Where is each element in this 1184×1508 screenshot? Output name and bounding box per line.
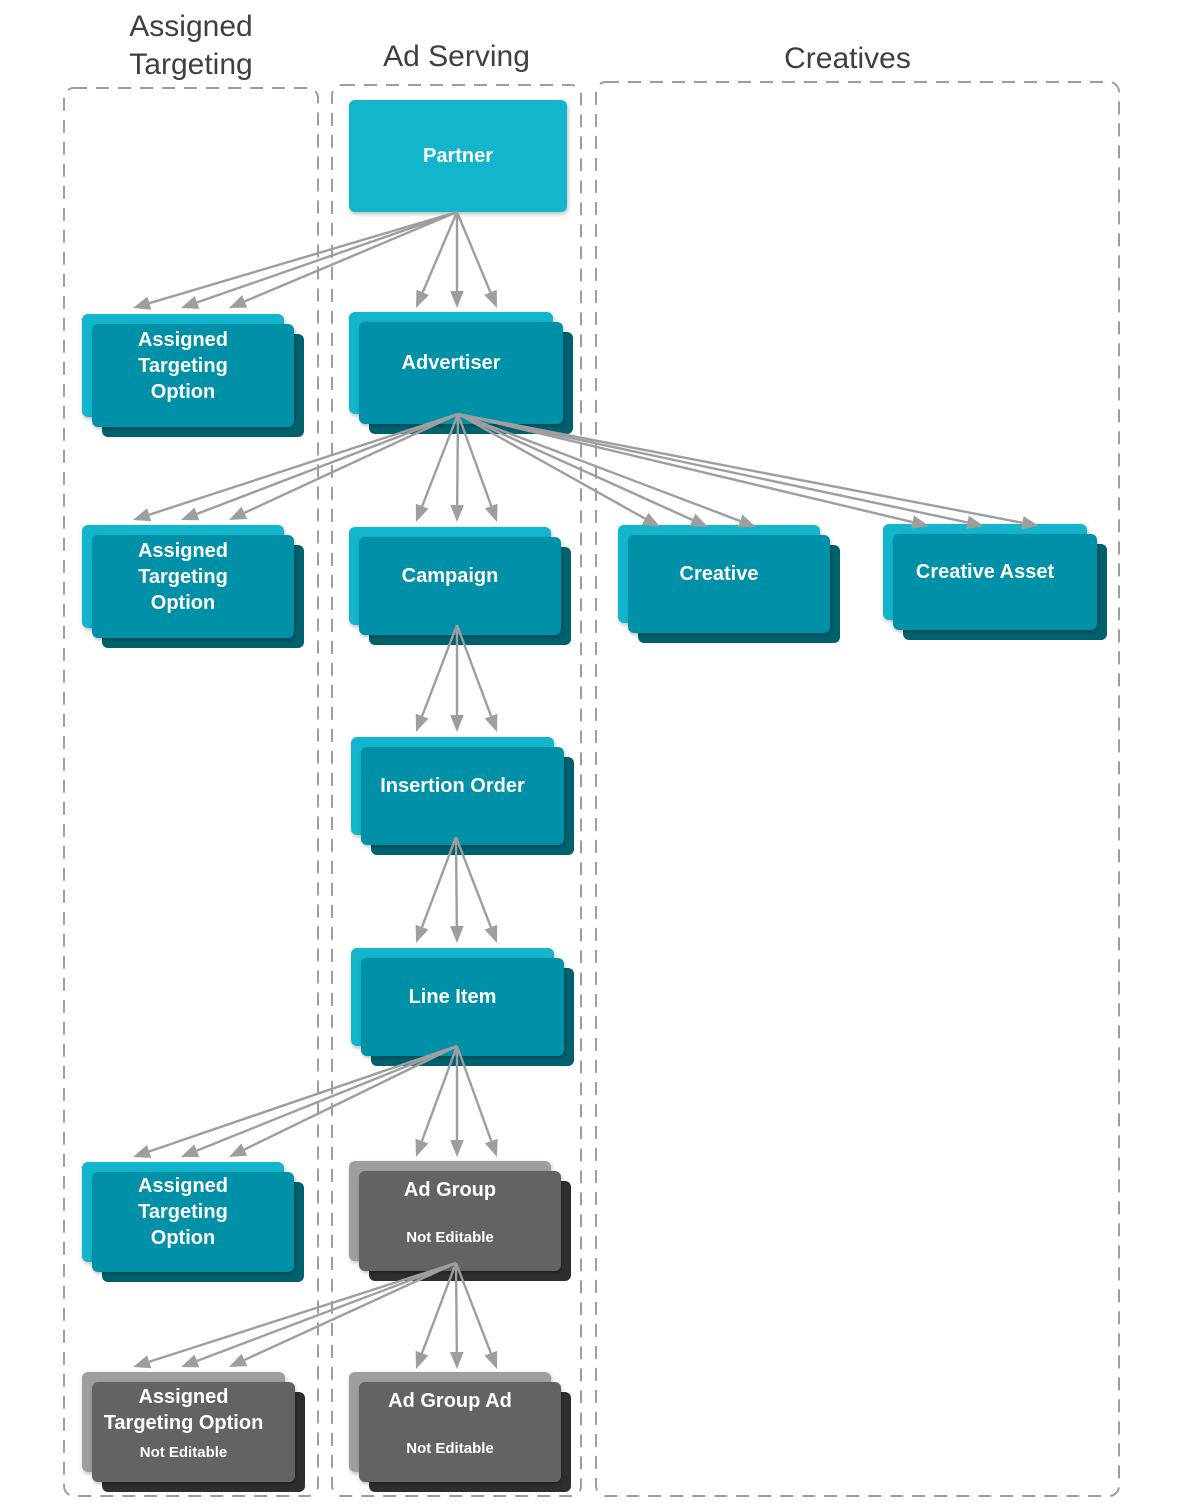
column-header-assigned-targeting: Assigned Targeting [129,10,253,81]
node-campaign-label: Campaign [401,565,499,587]
node-ad-group-not-editable-label: Not Editable [406,1228,494,1246]
node-ato-line-item-label: Assigned Targeting Option [137,1175,229,1249]
node-creative-label: Creative [679,563,759,585]
node-advertiser: Advertiser [349,312,573,434]
node-partner: Partner [349,100,567,212]
node-ad-group-ad: Ad Group Ad Not Editable [349,1372,571,1492]
column-border-creatives [595,81,1120,1497]
node-assigned-targeting-option-ad-group: Assigned Targeting Option Not Editable [82,1372,305,1492]
node-campaign: Campaign [349,527,571,645]
arrow-fan-partner-to-advertiser [416,211,497,308]
column-header-ad-serving: Ad Serving [383,40,530,73]
node-creative-asset: Creative Asset [883,524,1107,640]
node-assigned-targeting-option-line-item: Assigned Targeting Option [82,1162,304,1282]
node-ato-ad-group-not-editable-label: Not Editable [139,1443,228,1461]
node-insertion-order-label: Insertion Order [380,775,525,797]
node-ad-group-ad-not-editable-label: Not Editable [406,1439,494,1457]
node-creative: Creative [618,525,840,643]
node-ato-ad-group-label: Assigned Targeting Option [103,1385,264,1434]
node-assigned-targeting-option-partner: Assigned Targeting Option [82,314,304,437]
column-header-creatives: Creatives [784,42,911,75]
column-border-assigned-targeting [63,87,319,1497]
node-line-item: Line Item [351,948,574,1066]
node-line-item-label: Line Item [408,986,497,1008]
node-ato-partner-label: Assigned Targeting Option [137,328,229,403]
node-ad-group-label: Ad Group [403,1178,497,1201]
node-advertiser-label: Advertiser [401,352,501,374]
node-ad-group-ad-label: Ad Group Ad [388,1389,512,1412]
node-assigned-targeting-option-advertiser: Assigned Targeting Option [82,525,304,648]
node-ato-advertiser-label: Assigned Targeting Option [137,539,229,614]
node-ad-group: Ad Group Not Editable [349,1161,571,1281]
node-partner-label: Partner [422,145,494,167]
node-creative-asset-label: Creative Asset [915,561,1055,583]
node-insertion-order: Insertion Order [351,737,574,855]
arrow-fan-partner-to-ato_partner [133,210,458,310]
